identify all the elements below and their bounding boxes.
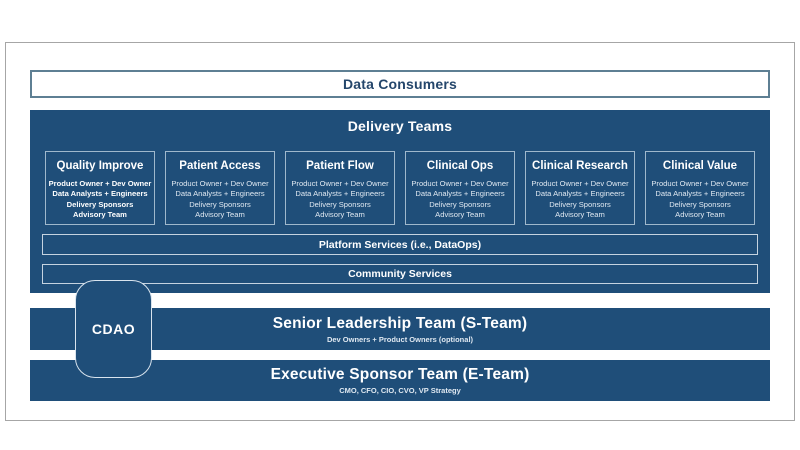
team-name: Patient Flow	[306, 160, 374, 172]
team-role-line: Product Owner + Dev Owner	[411, 179, 509, 188]
executive-sponsor-subtitle: CMO, CFO, CIO, CVO, VP Strategy	[339, 386, 461, 395]
team-roles: Product Owner + Dev Owner Data Analysts …	[526, 179, 634, 220]
team-role-line: Data Analysts + Engineers	[535, 189, 625, 199]
delivery-teams-section: Delivery Teams Quality Improve Product O…	[30, 110, 770, 293]
team-roles: Product Owner + Dev Owner Data Analysts …	[406, 179, 514, 220]
data-consumers-label: Data Consumers	[342, 76, 458, 92]
team-name: Clinical Value	[662, 160, 738, 172]
platform-services-label: Platform Services (i.e., DataOps)	[318, 238, 482, 251]
team-role-line: Product Owner + Dev Owner	[171, 179, 269, 188]
team-box-clinical-ops: Clinical Ops Product Owner + Dev Owner D…	[405, 151, 515, 225]
team-role-line: Delivery Sponsors	[549, 199, 611, 209]
team-roles: Product Owner + Dev Owner Data Analysts …	[286, 179, 394, 220]
community-services-label: Community Services	[348, 268, 452, 280]
team-name: Clinical Research	[532, 160, 628, 172]
community-services-bar: Community Services	[42, 264, 758, 284]
team-role-line: Advisory Team	[675, 209, 725, 219]
team-box-patient-flow: Patient Flow Product Owner + Dev Owner D…	[285, 151, 395, 225]
team-role-line: Advisory Team	[555, 209, 605, 219]
team-name: Quality Improve	[56, 160, 144, 172]
team-box-patient-access: Patient Access Product Owner + Dev Owner…	[165, 151, 275, 225]
team-role-line: Delivery Sponsors	[309, 199, 371, 209]
team-box-clinical-value: Clinical Value Product Owner + Dev Owner…	[645, 151, 755, 225]
team-role-line: Product Owner + Dev Owner	[48, 179, 152, 188]
team-row: Quality Improve Product Owner + Dev Owne…	[45, 151, 755, 225]
team-box-quality-improve: Quality Improve Product Owner + Dev Owne…	[45, 151, 155, 225]
team-role-line: Delivery Sponsors	[66, 199, 134, 209]
executive-sponsor-title: Executive Sponsor Team (E-Team)	[270, 366, 530, 383]
team-box-clinical-research: Clinical Research Product Owner + Dev Ow…	[525, 151, 635, 225]
team-role-line: Delivery Sponsors	[429, 199, 491, 209]
outer-frame: Data Consumers Delivery Teams Quality Im…	[5, 42, 795, 421]
team-role-line: Advisory Team	[73, 209, 127, 219]
cdao-box: CDAO	[75, 280, 152, 378]
delivery-teams-title: Delivery Teams	[347, 118, 453, 134]
team-role-line: Advisory Team	[195, 209, 245, 219]
team-role-line: Product Owner + Dev Owner	[651, 179, 749, 188]
senior-leadership-title: Senior Leadership Team (S-Team)	[272, 314, 528, 332]
senior-leadership-subtitle: Dev Owners + Product Owners (optional)	[326, 334, 474, 344]
platform-services-bar: Platform Services (i.e., DataOps)	[42, 234, 758, 255]
team-role-line: Product Owner + Dev Owner	[291, 179, 389, 188]
executive-sponsor-bar: Executive Sponsor Team (E-Team) CMO, CFO…	[30, 360, 770, 401]
team-role-line: Delivery Sponsors	[669, 199, 731, 209]
team-roles: Product Owner + Dev Owner Data Analysts …	[46, 179, 154, 220]
team-name: Patient Access	[179, 160, 261, 172]
cdao-label: CDAO	[91, 321, 136, 337]
team-role-line: Advisory Team	[315, 209, 365, 219]
team-role-line: Data Analysts + Engineers	[52, 189, 148, 199]
team-role-line: Data Analysts + Engineers	[295, 189, 385, 199]
team-name: Clinical Ops	[426, 160, 494, 172]
team-role-line: Product Owner + Dev Owner	[531, 179, 629, 188]
team-role-line: Data Analysts + Engineers	[175, 189, 265, 199]
team-roles: Product Owner + Dev Owner Data Analysts …	[646, 179, 754, 220]
team-role-line: Data Analysts + Engineers	[415, 189, 505, 199]
team-role-line: Data Analysts + Engineers	[655, 189, 745, 199]
senior-leadership-bar: Senior Leadership Team (S-Team) Dev Owne…	[30, 308, 770, 350]
data-consumers-box: Data Consumers	[30, 70, 770, 98]
team-role-line: Advisory Team	[435, 209, 485, 219]
team-role-line: Delivery Sponsors	[189, 199, 251, 209]
team-roles: Product Owner + Dev Owner Data Analysts …	[166, 179, 274, 220]
